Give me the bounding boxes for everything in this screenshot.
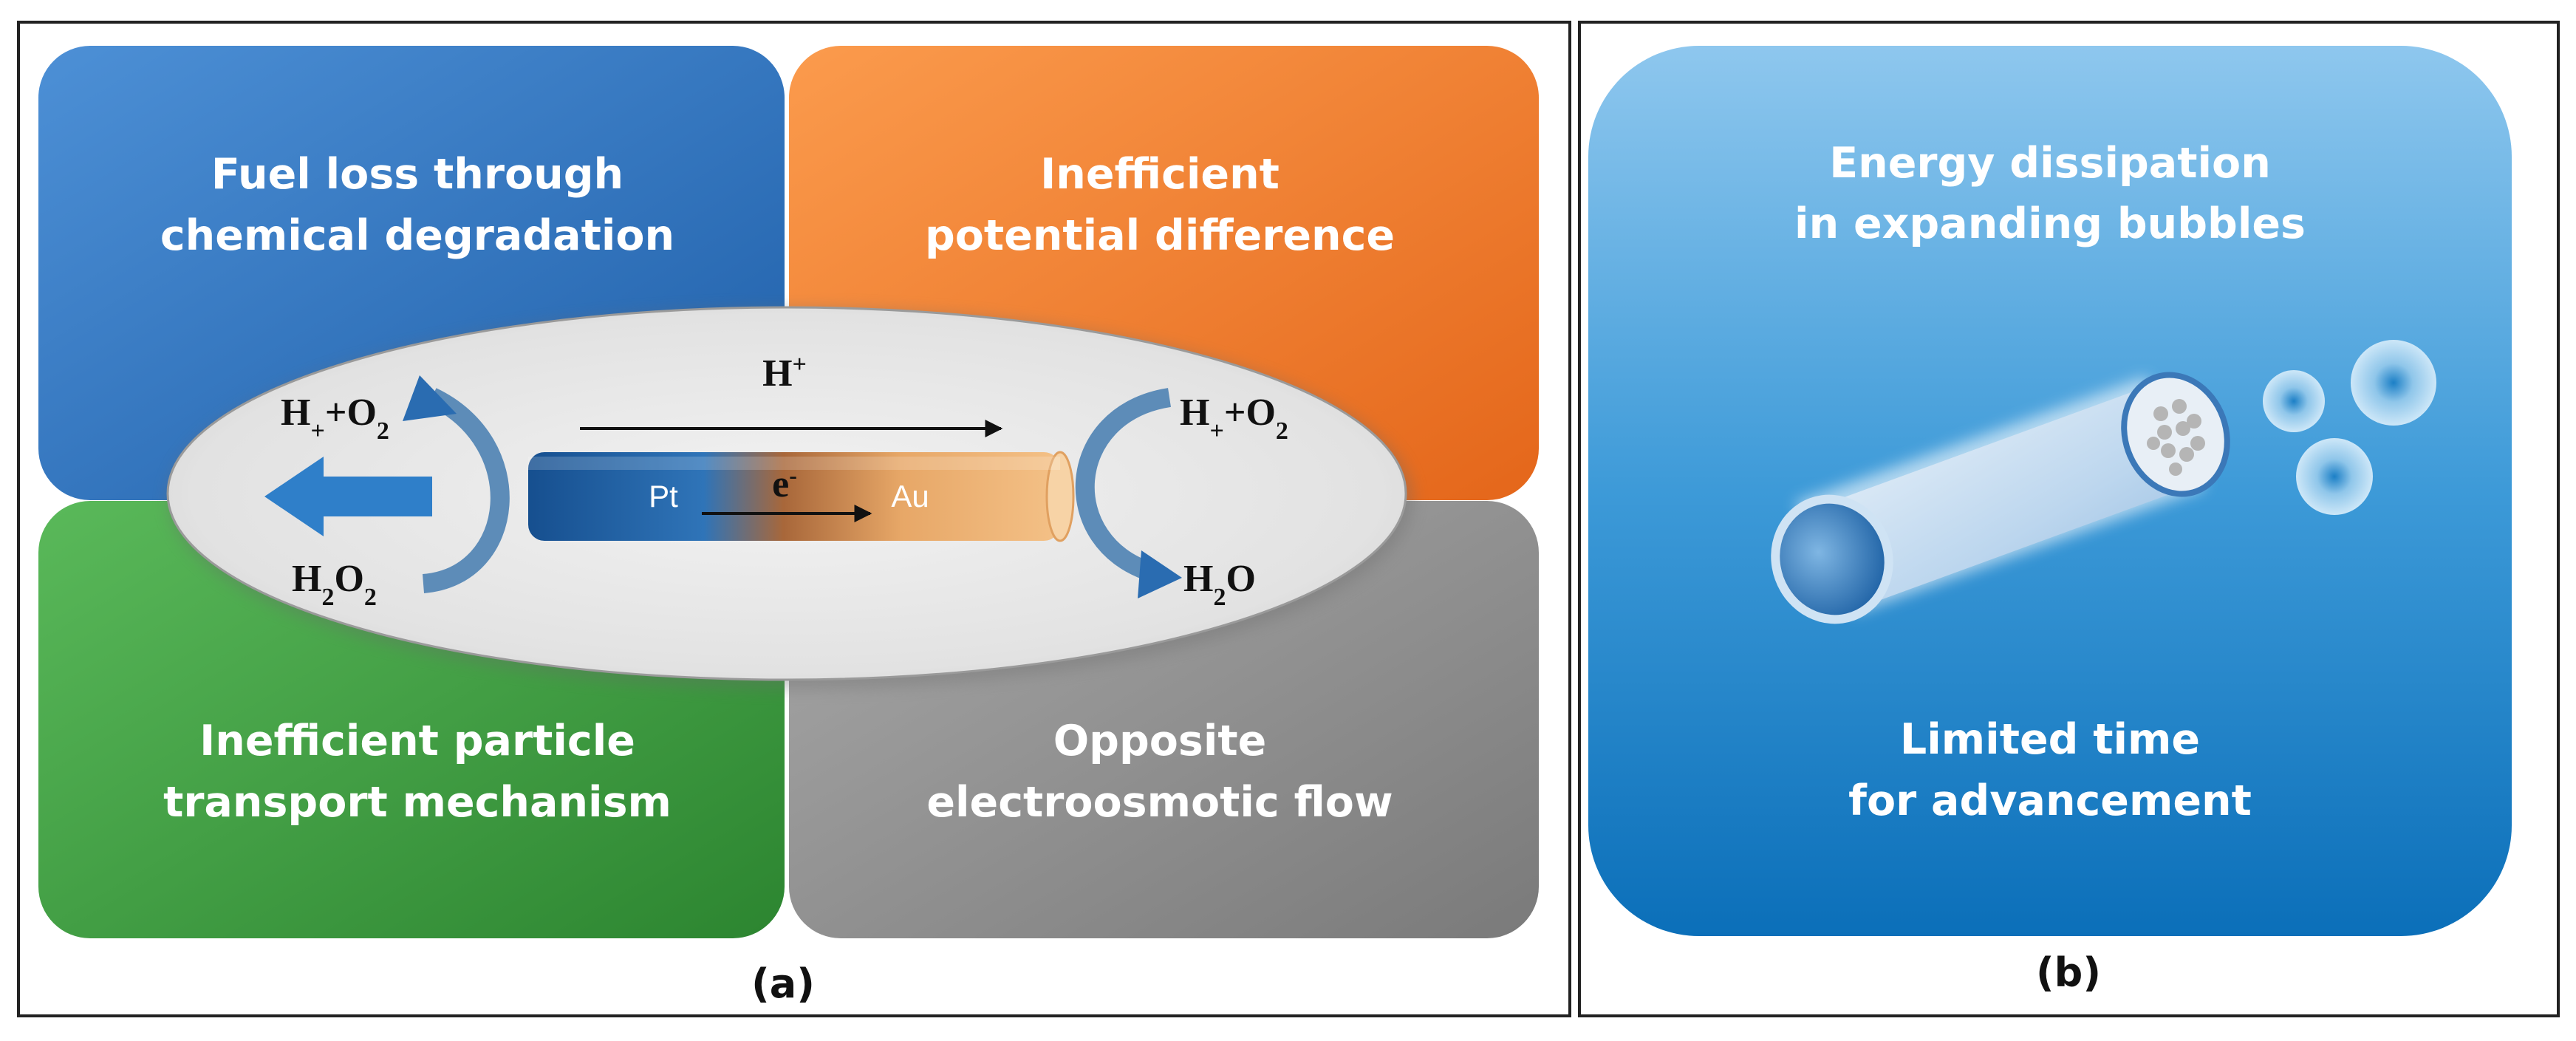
electron-label: e- <box>772 462 797 505</box>
bubble-small <box>2263 370 2325 432</box>
tube-particles <box>2147 399 2205 476</box>
tile-bottom-right-line1: Opposite <box>1053 717 1267 765</box>
tube-back-end <box>2121 372 2230 497</box>
panel-b-caption: (b) <box>2036 949 2101 996</box>
right-bottom-formula: H2O <box>1183 558 1256 611</box>
motion-direction-arrow <box>264 457 432 536</box>
micro-tube <box>1771 372 2230 624</box>
panel-a-frame <box>17 21 1571 1017</box>
tube-front-opening <box>1780 503 1885 615</box>
panel-b-top-line2: in expanding bubbles <box>1794 199 2306 248</box>
tile-top-left-line2: chemical degradation <box>160 211 674 260</box>
left-curved-arrow <box>403 375 510 593</box>
proton-label: H+ <box>762 351 807 395</box>
bubble-medium <box>2296 438 2373 515</box>
rod-label-au: Au <box>891 479 929 513</box>
tile-bottom-left-line1: Inefficient particle <box>199 717 635 765</box>
panel-a-caption: (a) <box>751 960 815 1007</box>
tile-top-left-line1: Fuel loss through <box>211 150 623 199</box>
panel-b-bottom-line1: Limited time <box>1900 715 2200 764</box>
panel-b-frame <box>1578 21 2560 1017</box>
tile-top-right-line1: Inefficient <box>1040 150 1280 199</box>
tile-bottom-right-line2: electroosmotic flow <box>926 778 1393 827</box>
panel-b-top-line1: Energy dissipation <box>1829 139 2271 188</box>
left-top-formula: H++O2 <box>281 392 389 445</box>
right-top-formula: H++O2 <box>1180 392 1288 445</box>
left-bottom-formula: H2O2 <box>292 558 377 611</box>
tile-top-right-line2: potential difference <box>925 211 1395 260</box>
bubble-large <box>2351 340 2436 426</box>
bubbles <box>2263 340 2436 515</box>
tile-bottom-left-line2: transport mechanism <box>163 778 672 827</box>
rod-label-pt: Pt <box>649 479 678 513</box>
panel-b-bottom-line2: for advancement <box>1848 777 2252 825</box>
pt-au-nanorod: Pt Au e- <box>528 451 1075 542</box>
right-curved-arrow <box>1075 388 1182 598</box>
